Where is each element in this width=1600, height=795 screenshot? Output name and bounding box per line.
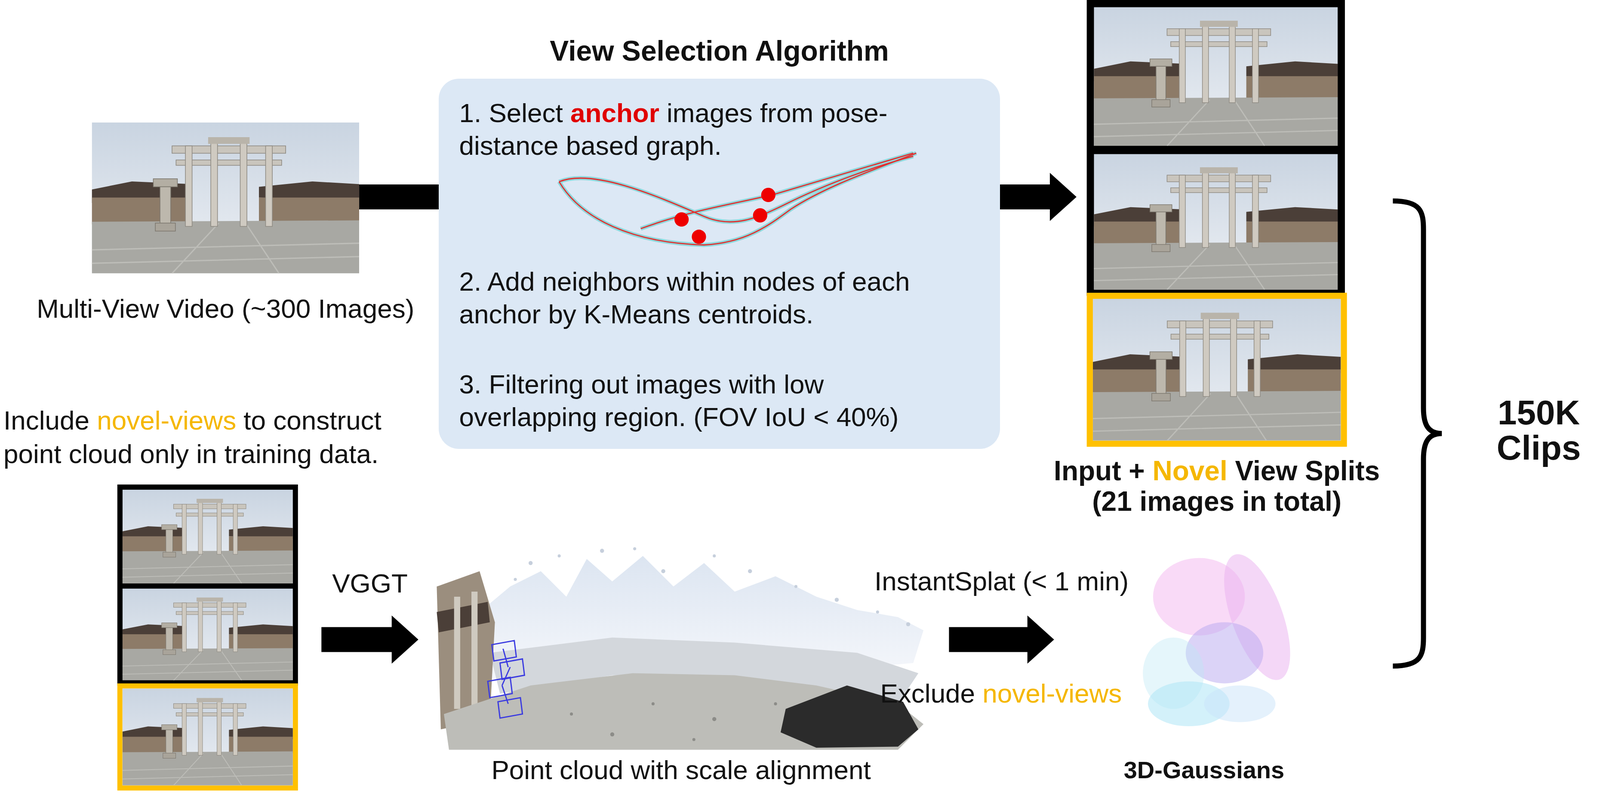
highlight-word: anchor — [570, 98, 660, 128]
point-cloud-render-part — [471, 591, 478, 710]
point-cloud-render-part-part — [712, 554, 716, 558]
input-video-frame — [92, 122, 360, 274]
image-caption: Input + Novel View Splits (21 images in … — [1043, 455, 1391, 517]
camera-trajectory — [640, 153, 914, 229]
split-image-stack-part — [1093, 7, 1338, 147]
point-cloud-render-part-part — [834, 597, 839, 602]
camera-trajectory — [559, 156, 914, 222]
point-cloud-render-part-part — [513, 578, 517, 582]
point-cloud-render-part-part — [876, 610, 880, 614]
thick-arrow — [359, 184, 439, 210]
thick-arrow — [948, 615, 1054, 665]
split-image-stack-part — [1089, 295, 1345, 444]
point-cloud-render-part-part — [794, 585, 798, 589]
edge-label: VGGT — [332, 568, 408, 599]
point-cloud-render-part — [443, 673, 924, 751]
highlight-word: novel-views — [96, 405, 237, 436]
point-cloud-render-part-part — [661, 569, 665, 574]
point-cloud-render-part-part — [906, 622, 911, 627]
gaussian-splat: 3D-Gaussians — [1101, 550, 1306, 735]
highlight-word: Novel — [1152, 455, 1228, 487]
gaussian-ellipsoids-part — [1203, 685, 1276, 723]
gaussian-ellipsoids — [1142, 546, 1304, 727]
anchor-dot — [753, 208, 768, 223]
point-cloud-render-part — [454, 596, 461, 710]
point-cloud-render-part-part — [610, 732, 615, 737]
split-image-stack-part — [1092, 298, 1342, 441]
anchor-dot — [674, 212, 689, 227]
split-image-stack-part — [1086, 0, 1345, 296]
training-image-stack-part — [120, 686, 296, 788]
training-image-stack — [117, 484, 299, 789]
curly-brace-part — [1392, 200, 1442, 667]
annotation-text: Exclude novel-views — [880, 678, 1123, 709]
point-cloud-render-part — [436, 602, 490, 633]
point-cloud-render-part — [513, 547, 911, 627]
camera-trajectory — [559, 153, 917, 246]
step-text: 1. Select anchor images from pose-distan… — [459, 96, 967, 163]
curly-brace — [1392, 200, 1442, 667]
point-cloud-render-part-part — [651, 702, 655, 706]
camera-trajectory — [640, 153, 914, 229]
point-cloud-render-part-part — [712, 717, 717, 722]
point-cloud-render — [436, 547, 924, 751]
point-cloud-render-part-part — [528, 561, 533, 566]
thick-arrow — [321, 615, 419, 665]
note-text: Include novel-views to construct point c… — [3, 403, 408, 471]
training-image-stack-part — [122, 688, 293, 786]
point-cloud-render-part — [569, 702, 778, 742]
point-cloud-render-part-part — [747, 569, 752, 574]
step-text: 3. Filtering out images with low overlap… — [459, 368, 967, 434]
split-image-stack-part — [1093, 153, 1338, 290]
training-image-stack: Include novel-views to construct point c… — [117, 484, 299, 791]
point-cloud-render-part-part — [557, 554, 561, 558]
split-image-stack — [1086, 0, 1345, 444]
point-cloud: Point cloud with scale alignment — [433, 550, 929, 751]
video-input: Multi-View Video (~300 Images) — [92, 122, 360, 274]
edge-label: InstantSplat (< 1 min) — [874, 566, 1129, 597]
training-image-stack-part — [117, 484, 299, 686]
step-text: 2. Add neighbors within nodes of each an… — [459, 265, 967, 331]
point-cloud-render-part-part — [774, 702, 778, 706]
anchor-dot — [692, 229, 707, 244]
camera-trajectory — [559, 156, 914, 222]
point-cloud-render-part-part — [569, 712, 573, 716]
training-image-stack-part — [122, 588, 293, 681]
point-cloud-render-part-part — [600, 548, 604, 553]
highlight-word: novel-views — [982, 678, 1122, 709]
anchor-dot — [761, 187, 776, 203]
point-cloud-render-part — [487, 640, 525, 719]
algorithm-panel: View Selection Algorithm1. Select anchor… — [438, 78, 1000, 450]
point-cloud-render-part-part — [692, 738, 696, 742]
training-image-stack-part — [122, 489, 293, 584]
input-video-frame-part — [92, 122, 360, 274]
camera-trajectory — [559, 153, 917, 246]
view-split-stack: Input + Novel View Splits (21 images in … — [1086, 0, 1348, 447]
panel-heading: View Selection Algorithm — [549, 33, 890, 68]
thick-arrow — [1000, 172, 1077, 222]
image-caption: Multi-View Video (~300 Images) — [36, 293, 415, 324]
point-cloud-render-part-part — [633, 547, 637, 551]
image-caption: Point cloud with scale alignment — [491, 755, 871, 786]
image-caption: 3D-Gaussians — [1123, 755, 1285, 786]
count-label: 150K Clips — [1482, 395, 1595, 466]
